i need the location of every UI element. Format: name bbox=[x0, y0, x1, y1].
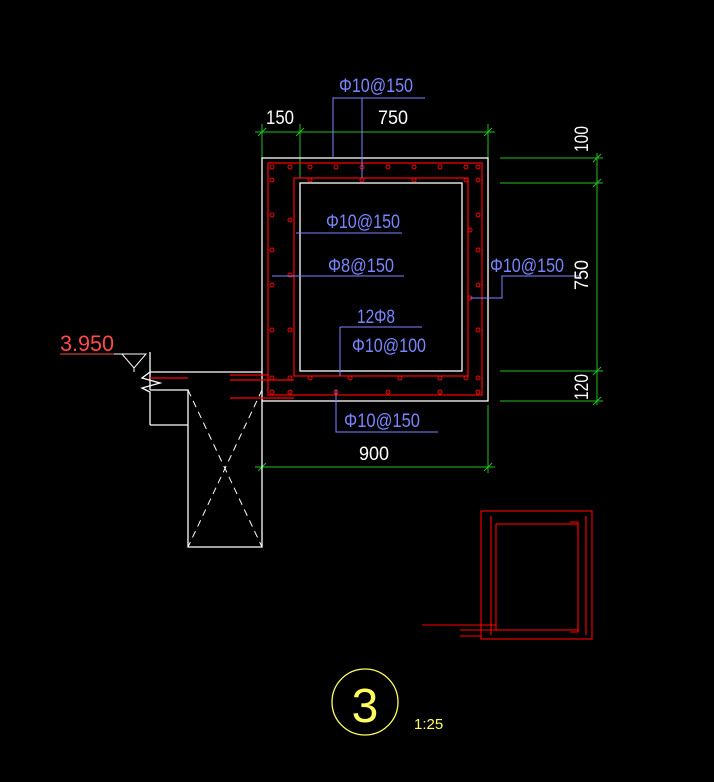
elevation-marker: 3.950 bbox=[60, 331, 148, 372]
leader-top bbox=[332, 97, 425, 158]
wall-outline bbox=[150, 389, 263, 548]
section-outer-outline bbox=[261, 157, 489, 402]
label-longitudinal-bars: 12Φ8 bbox=[357, 307, 395, 328]
detail-callout: 3 1:25 bbox=[331, 668, 443, 736]
leader-bottom bbox=[335, 390, 438, 433]
label-top-rebar: Φ10@150 bbox=[339, 76, 413, 97]
label-stirrups: Φ10@100 bbox=[352, 336, 426, 357]
dim-right-mid: 750 bbox=[572, 260, 593, 290]
dimension-lines bbox=[255, 124, 603, 473]
label-right-rebar: Φ10@150 bbox=[490, 256, 564, 277]
detail-circle bbox=[331, 668, 399, 736]
dim-top-left: 150 bbox=[266, 108, 294, 129]
detail-number: 3 bbox=[352, 680, 379, 733]
rebar-lines bbox=[150, 162, 483, 399]
detail-scale: 1:25 bbox=[414, 716, 443, 733]
dim-top-right: 750 bbox=[378, 108, 408, 129]
leader-right bbox=[470, 275, 580, 299]
break-line-symbol bbox=[140, 352, 163, 425]
elevation-label: 3.950 bbox=[60, 331, 114, 356]
dim-right-top: 100 bbox=[572, 126, 593, 152]
label-bottom-rebar: Φ10@150 bbox=[344, 411, 420, 432]
inner-stirrup bbox=[293, 177, 469, 377]
label-inner-mid-rebar: Φ8@150 bbox=[328, 256, 394, 277]
rebar-bars bbox=[269, 164, 481, 395]
elevation-triangle bbox=[60, 353, 148, 369]
wall-cross-hatch bbox=[187, 389, 263, 548]
section-inner-void bbox=[299, 182, 463, 372]
label-inner-upper-rebar: Φ10@150 bbox=[326, 212, 400, 233]
concrete-outline bbox=[140, 157, 489, 548]
leader-lines bbox=[272, 97, 580, 433]
outer-stirrup bbox=[267, 162, 483, 396]
key-detail bbox=[422, 510, 593, 640]
dim-bottom-total: 900 bbox=[359, 444, 389, 465]
dim-right-bottom: 120 bbox=[572, 374, 593, 400]
